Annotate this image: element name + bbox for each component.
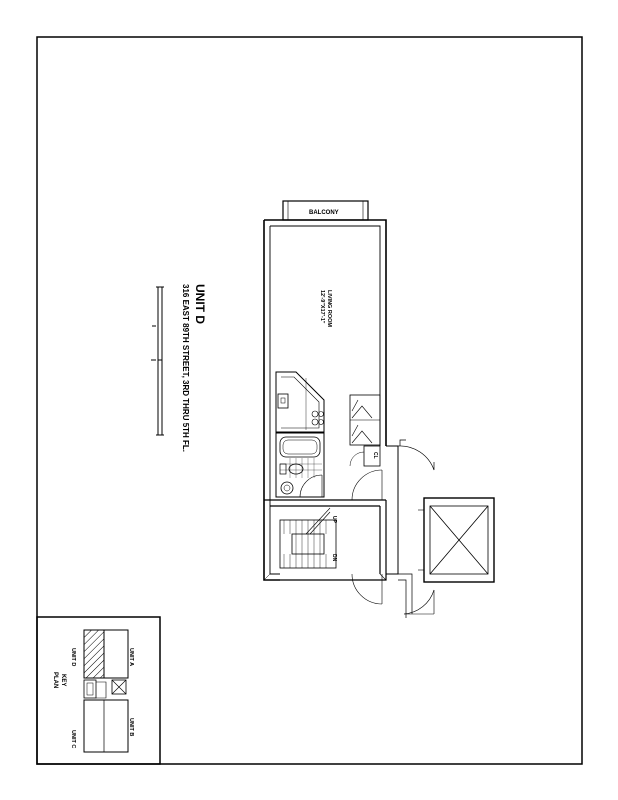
public-corridor xyxy=(386,445,399,575)
stair-down-label: DN xyxy=(331,554,337,562)
corridor-door-swing xyxy=(351,573,383,605)
entry-door-swing xyxy=(351,469,383,501)
floor-plan: BALCONY LIVING ROOM 12'-9"X17'-1" xyxy=(263,200,495,618)
stair: UP DN xyxy=(279,507,337,569)
unit-outer-wall xyxy=(263,219,387,581)
key-plan-unit-d-label: UNIT D xyxy=(70,648,76,666)
bathroom xyxy=(275,432,325,498)
unit-title: UNIT D xyxy=(193,284,207,324)
key-plan-title-plan: PLAN xyxy=(52,672,58,688)
key-plan-title-key: KEY xyxy=(60,674,66,686)
stair-hall-wall xyxy=(264,499,387,581)
address-label: 316 EAST 89TH STREET, 3RD THRU 5TH FL. xyxy=(181,284,190,452)
stair-up-label: UP xyxy=(331,516,337,524)
elevator xyxy=(418,497,495,583)
key-plan-unit-b-label: UNIT B xyxy=(128,718,134,736)
key-plan-unit-c-label: UNIT C xyxy=(70,730,76,748)
scale-bar xyxy=(151,286,164,436)
key-plan-unit-d xyxy=(83,629,105,679)
key-plan-unit-a-label: UNIT A xyxy=(128,648,134,666)
closet-label: CL xyxy=(372,452,378,459)
living-room-label: LIVING ROOM xyxy=(326,290,332,327)
closets: CL xyxy=(349,394,381,467)
balcony-label: BALCONY xyxy=(309,210,339,216)
key-plan: UNIT D UNIT A UNIT B UNIT C KEY PLAN xyxy=(36,616,161,765)
living-room-dimensions: 12'-9"X17'-1" xyxy=(319,290,325,324)
sheet-border xyxy=(36,36,583,765)
title-block: UNIT D 316 EAST 89TH STREET, 3RD THRU 5T… xyxy=(151,284,207,452)
kitchen xyxy=(275,371,325,433)
key-plan-border xyxy=(36,616,161,765)
